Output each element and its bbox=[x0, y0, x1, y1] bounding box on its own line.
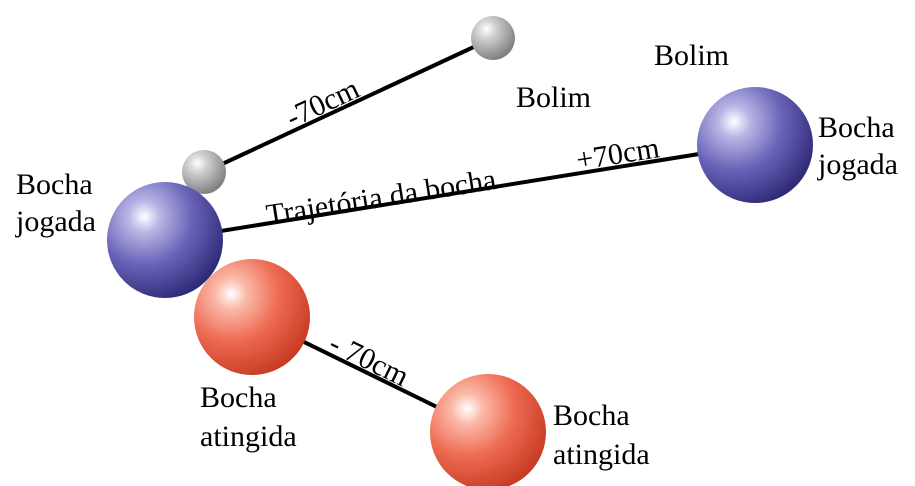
distance-label-atingida: - 70cm bbox=[324, 327, 414, 394]
bolim-ball-left bbox=[182, 150, 226, 194]
bocha-jogada-ball-left bbox=[107, 182, 223, 298]
bocha-jogada-ball-right bbox=[697, 87, 813, 203]
trajectory-line bbox=[164, 143, 756, 242]
bocha-atingida-label-right-line1: Bocha bbox=[553, 399, 630, 432]
bolim-ball-top bbox=[471, 16, 515, 60]
distance-label-bolim: -70cm bbox=[281, 72, 364, 134]
bolim-label-right: Bolim bbox=[654, 39, 729, 72]
bocha-atingida-label-right-line2: atingida bbox=[553, 438, 650, 471]
trajectory-label: Trajetória da bocha bbox=[264, 163, 498, 232]
distance-label-jogada: +70cm bbox=[574, 131, 662, 177]
bocha-atingida-ball-left bbox=[194, 259, 310, 375]
bocha-atingida-ball-right bbox=[430, 374, 546, 486]
bolim-displacement-line bbox=[204, 36, 494, 174]
bocha-atingida-label-left-line1: Bocha bbox=[200, 381, 277, 414]
bocha-jogada-label-right-line1: Bocha bbox=[818, 111, 895, 144]
bolim-label-top: Bolim bbox=[516, 81, 591, 114]
bocha-atingida-label-left-line2: atingida bbox=[200, 420, 297, 453]
bocha-jogada-label-left-line2: jogada bbox=[15, 205, 96, 238]
bocha-jogada-label-left-line1: Bocha bbox=[16, 168, 93, 201]
bocha-jogada-label-right-line2: jogada bbox=[817, 148, 898, 181]
